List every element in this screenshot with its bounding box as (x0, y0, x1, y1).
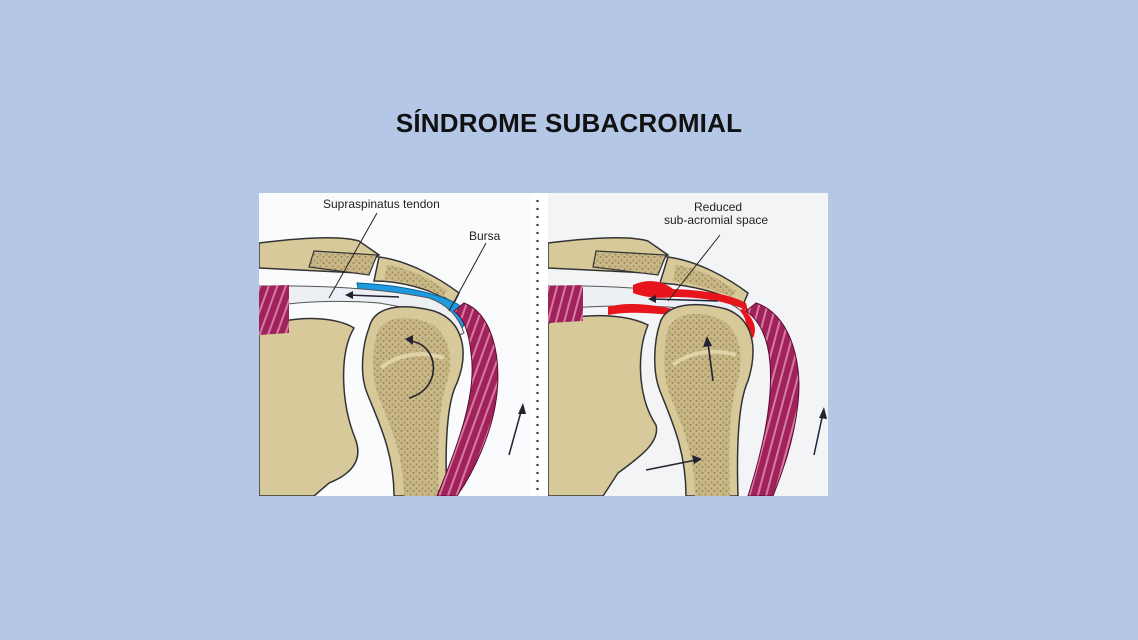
panel-divider (536, 197, 539, 496)
reduced-space-label-line1: Reduced (694, 200, 743, 214)
supraspinatus-tendon-label: Supraspinatus tendon (323, 197, 440, 211)
normal-shoulder-drawing (259, 212, 526, 496)
impingement-panel: Reduced sub-acromial space (548, 193, 828, 496)
shoulder-illustration: Supraspinatus tendon Bursa (259, 193, 828, 496)
reduced-space-label-line2: sub-acromial space (664, 213, 769, 227)
slide-title: SÍNDROME SUBACROMIAL (395, 108, 743, 138)
bursa-label: Bursa (469, 229, 501, 243)
normal-shoulder-panel: Supraspinatus tendon Bursa (259, 193, 531, 496)
impingement-drawing (548, 234, 827, 496)
